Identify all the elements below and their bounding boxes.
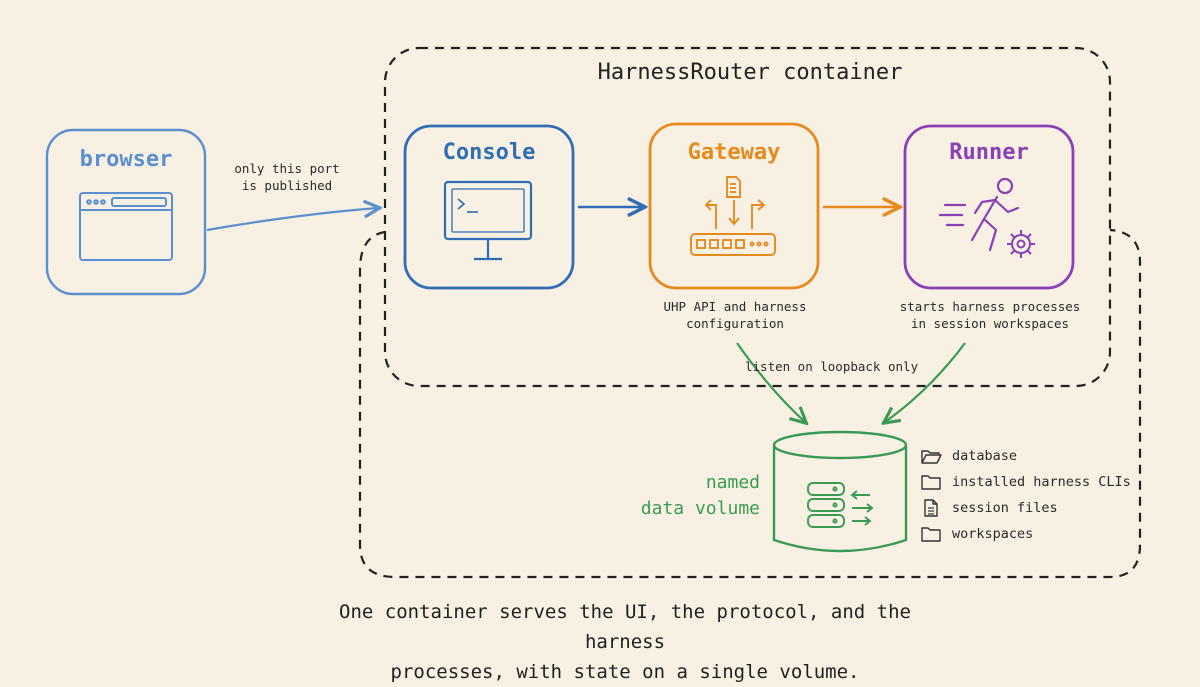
browser-box	[45, 128, 207, 296]
container-boundary	[383, 46, 1112, 388]
volume-boundary	[358, 228, 1142, 579]
file-icon	[924, 499, 938, 517]
console-box	[403, 124, 575, 290]
list-item: session files	[920, 495, 1150, 521]
container-title: HarnessRouter container	[597, 60, 903, 85]
arrow-browser-to-console	[206, 208, 378, 232]
list-item: workspaces	[920, 521, 1150, 547]
folder-open-icon	[921, 450, 942, 464]
console-label: Console	[442, 140, 536, 165]
list-item-label: workspaces	[952, 526, 1034, 542]
edge-label-line2: is published	[241, 178, 333, 193]
browser-label: browser	[79, 147, 173, 172]
gateway-box	[648, 122, 820, 290]
runner-note: starts harness processes in session work…	[885, 298, 1095, 332]
loopback-label: listen on loopback only	[745, 359, 919, 374]
database-sync-icon	[807, 482, 874, 528]
volume-label-line2: data volume	[640, 498, 760, 519]
caption-line1: One container serves the UI, the protoco…	[339, 601, 911, 653]
runner-note-line2: in session workspaces	[910, 316, 1070, 331]
gear-icon	[1007, 230, 1035, 258]
caption-line2: processes, with state on a single volume…	[390, 661, 860, 683]
running-person-icon	[938, 177, 1020, 252]
volume-label-line1: named	[705, 472, 760, 493]
router-icon	[690, 176, 776, 256]
arrow-gateway-to-volume	[736, 342, 805, 422]
diagram-caption: One container serves the UI, the protoco…	[300, 597, 950, 687]
list-item: database	[920, 443, 1150, 469]
gateway-note-line1: UHP API and harness	[663, 299, 807, 314]
list-item: installed harness CLIs	[920, 469, 1150, 495]
folder-icon	[921, 475, 941, 490]
runner-label: Runner	[949, 140, 1029, 165]
terminal-monitor-icon	[443, 180, 533, 261]
edge-label-published: only this port is published	[222, 160, 352, 194]
gateway-note: UHP API and harness configuration	[640, 298, 830, 332]
volume-label: named data volume	[600, 470, 760, 522]
list-item-label: session files	[952, 500, 1058, 516]
runner-box	[903, 124, 1075, 290]
gateway-note-line2: configuration	[686, 316, 784, 331]
browser-window-icon	[79, 192, 173, 261]
list-item-label: installed harness CLIs	[952, 474, 1131, 490]
architecture-diagram	[45, 46, 1142, 579]
gateway-label: Gateway	[687, 140, 781, 165]
runner-note-line1: starts harness processes	[899, 299, 1081, 314]
volume-contents-list: database installed harness CLIs session …	[920, 443, 1150, 547]
folder-icon	[921, 527, 941, 542]
edge-label-line1: only this port	[234, 161, 340, 176]
list-item-label: database	[952, 448, 1018, 464]
data-volume-cylinder	[772, 430, 908, 553]
arrow-runner-to-volume	[885, 342, 966, 422]
